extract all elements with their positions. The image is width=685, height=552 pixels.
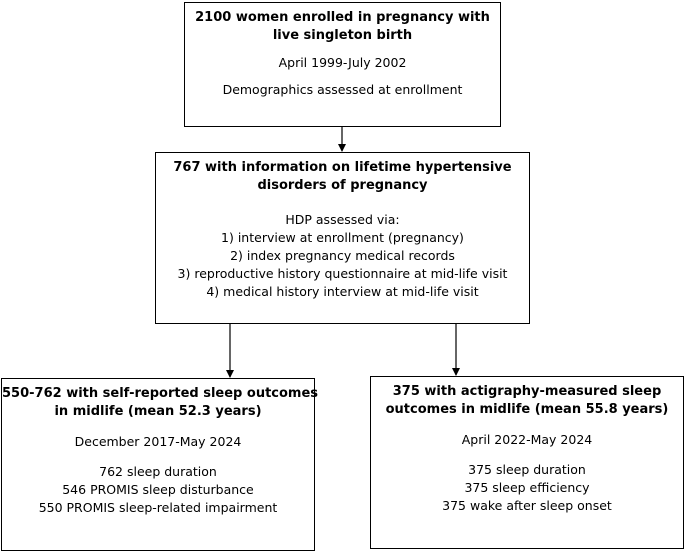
actigraphy-item-1: 375 sleep duration [468,462,586,477]
enrollment-dates: April 1999-July 2002 [278,55,407,70]
actigraphy-dates: April 2022-May 2024 [461,432,593,447]
self-reported-sleep-box: 550-762 with self-reported sleep outcome… [1,378,319,551]
self-reported-dates: December 2017-May 2024 [74,434,242,449]
actigraphy-title-line-2: outcomes in midlife (mean 55.8 years) [385,402,669,417]
hdp-title-line-1: 767 with information on lifetime hyperte… [173,160,512,175]
self-reported-item-3: 550 PROMIS sleep-related impairment [38,500,278,515]
hdp-item-4: 4) medical history interview at mid-life… [206,284,479,299]
self-reported-item-2: 546 PROMIS sleep disturbance [62,482,254,497]
hdp-title-line-2: disorders of pregnancy [257,178,428,193]
self-reported-title-line-1: 550-762 with self-reported sleep outcome… [2,386,319,401]
self-reported-title-line-2: in midlife (mean 52.3 years) [54,404,262,419]
hdp-item-1: 1) interview at enrollment (pregnancy) [221,230,464,245]
hdp-information-box: 767 with information on lifetime hyperte… [155,152,530,324]
enrollment-title-line-1: 2100 women enrolled in pregnancy with [195,10,490,25]
self-reported-item-1: 762 sleep duration [99,464,217,479]
actigraphy-sleep-box: 375 with actigraphy-measured sleep outco… [370,376,684,549]
hdp-intro: HDP assessed via: [285,212,400,227]
actigraphy-item-2: 375 sleep efficiency [464,480,590,495]
actigraphy-item-3: 375 wake after sleep onset [442,498,612,513]
actigraphy-title-line-1: 375 with actigraphy-measured sleep [392,384,662,399]
hdp-item-3: 3) reproductive history questionnaire at… [177,266,508,281]
enrollment-title-line-2: live singleton birth [272,28,413,43]
enrollment-box: 2100 women enrolled in pregnancy with li… [184,2,501,127]
enrollment-note: Demographics assessed at enrollment [222,82,463,97]
hdp-item-2: 2) index pregnancy medical records [230,248,455,263]
